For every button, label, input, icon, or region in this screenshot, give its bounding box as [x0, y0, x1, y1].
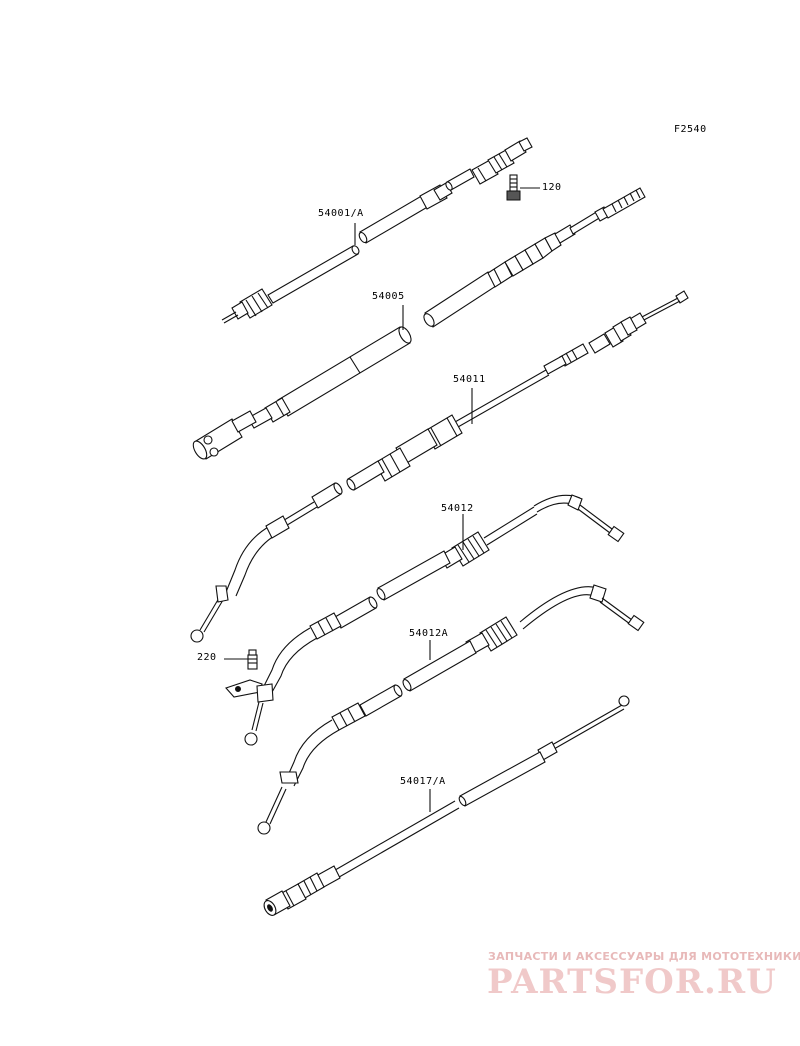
cable-54017-a [263, 695, 630, 916]
part-label-54012: 54012 [441, 503, 474, 514]
part-label-220: 220 [197, 652, 217, 663]
leader-lines [354, 223, 473, 812]
part-label-54001-a: 54001/A [318, 208, 364, 219]
cable-54012 [224, 494, 625, 746]
cable-54005 [192, 187, 646, 460]
bolt-120 [506, 174, 540, 201]
watermark-tagline: ЗАПЧАСТИ И АКСЕССУАРЫ ДЛЯ МОТОТЕХНИКИ [488, 950, 800, 963]
diagram-code: F2540 [674, 124, 707, 135]
part-label-54012a: 54012A [409, 628, 449, 639]
part-label-120: 120 [542, 182, 562, 193]
part-label-54005: 54005 [372, 291, 405, 302]
part-label-54011: 54011 [453, 374, 486, 385]
cable-54012a [257, 584, 645, 835]
cable-54001-a [221, 137, 533, 324]
cable-54011 [190, 290, 689, 643]
watermark-logo: PARTSFOR.RU [487, 962, 777, 1002]
part-label-54017-a: 54017/A [400, 776, 446, 787]
